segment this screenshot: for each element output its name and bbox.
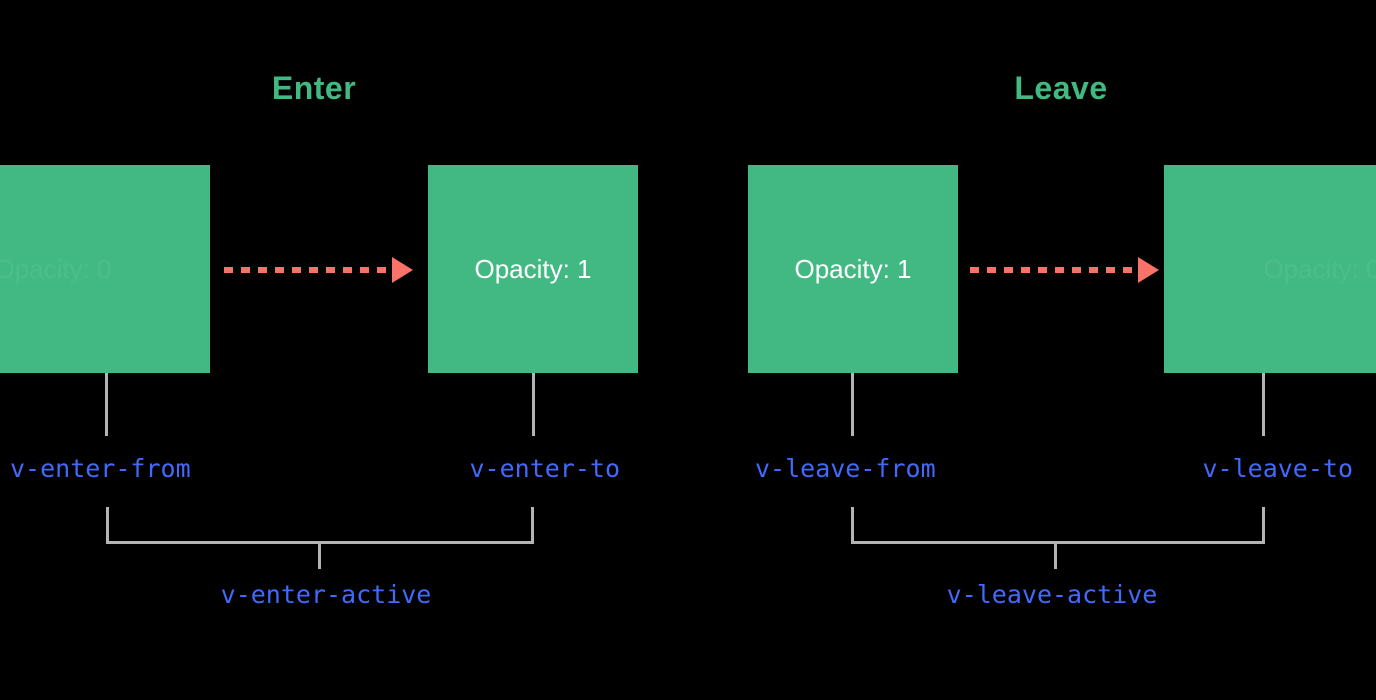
leave-active-stem — [1054, 544, 1057, 569]
enter-active-class-label: v-enter-active — [220, 580, 432, 609]
leave-active-bracket — [851, 507, 1265, 544]
enter-to-box: Opacity: 1 — [428, 165, 638, 373]
enter-to-stem — [532, 373, 535, 436]
enter-section-title: Enter — [271, 70, 357, 106]
enter-to-class-label: v-enter-to — [469, 454, 620, 483]
enter-to-box-label: Opacity: 1 — [474, 254, 592, 284]
leave-arrow-head-icon — [1138, 257, 1159, 283]
leave-from-class-label: v-leave-from — [755, 454, 936, 483]
leave-to-stem — [1262, 373, 1265, 436]
enter-from-stem — [105, 373, 108, 436]
leave-arrow-dashes-icon — [970, 267, 1138, 273]
enter-arrow-head-icon — [392, 257, 413, 283]
leave-section-title: Leave — [1014, 70, 1108, 106]
leave-transition-arrow — [970, 257, 1159, 283]
enter-active-stem — [318, 544, 321, 569]
leave-from-stem — [851, 373, 854, 436]
enter-arrow-dashes-icon — [224, 267, 392, 273]
leave-active-class-label: v-leave-active — [946, 580, 1158, 609]
enter-from-box-label: Opacity: 0 — [0, 254, 112, 284]
enter-transition-arrow — [224, 257, 413, 283]
enter-from-class-label: v-enter-from — [10, 454, 191, 483]
leave-to-class-label: v-leave-to — [1202, 454, 1353, 483]
leave-to-box-label: Opacity: 0 — [1263, 254, 1376, 284]
leave-to-box: Opacity: 0 — [1164, 165, 1376, 373]
enter-from-box: Opacity: 0 — [0, 165, 210, 373]
leave-from-box-label: Opacity: 1 — [794, 254, 912, 284]
leave-from-box: Opacity: 1 — [748, 165, 958, 373]
enter-active-bracket — [106, 507, 534, 544]
